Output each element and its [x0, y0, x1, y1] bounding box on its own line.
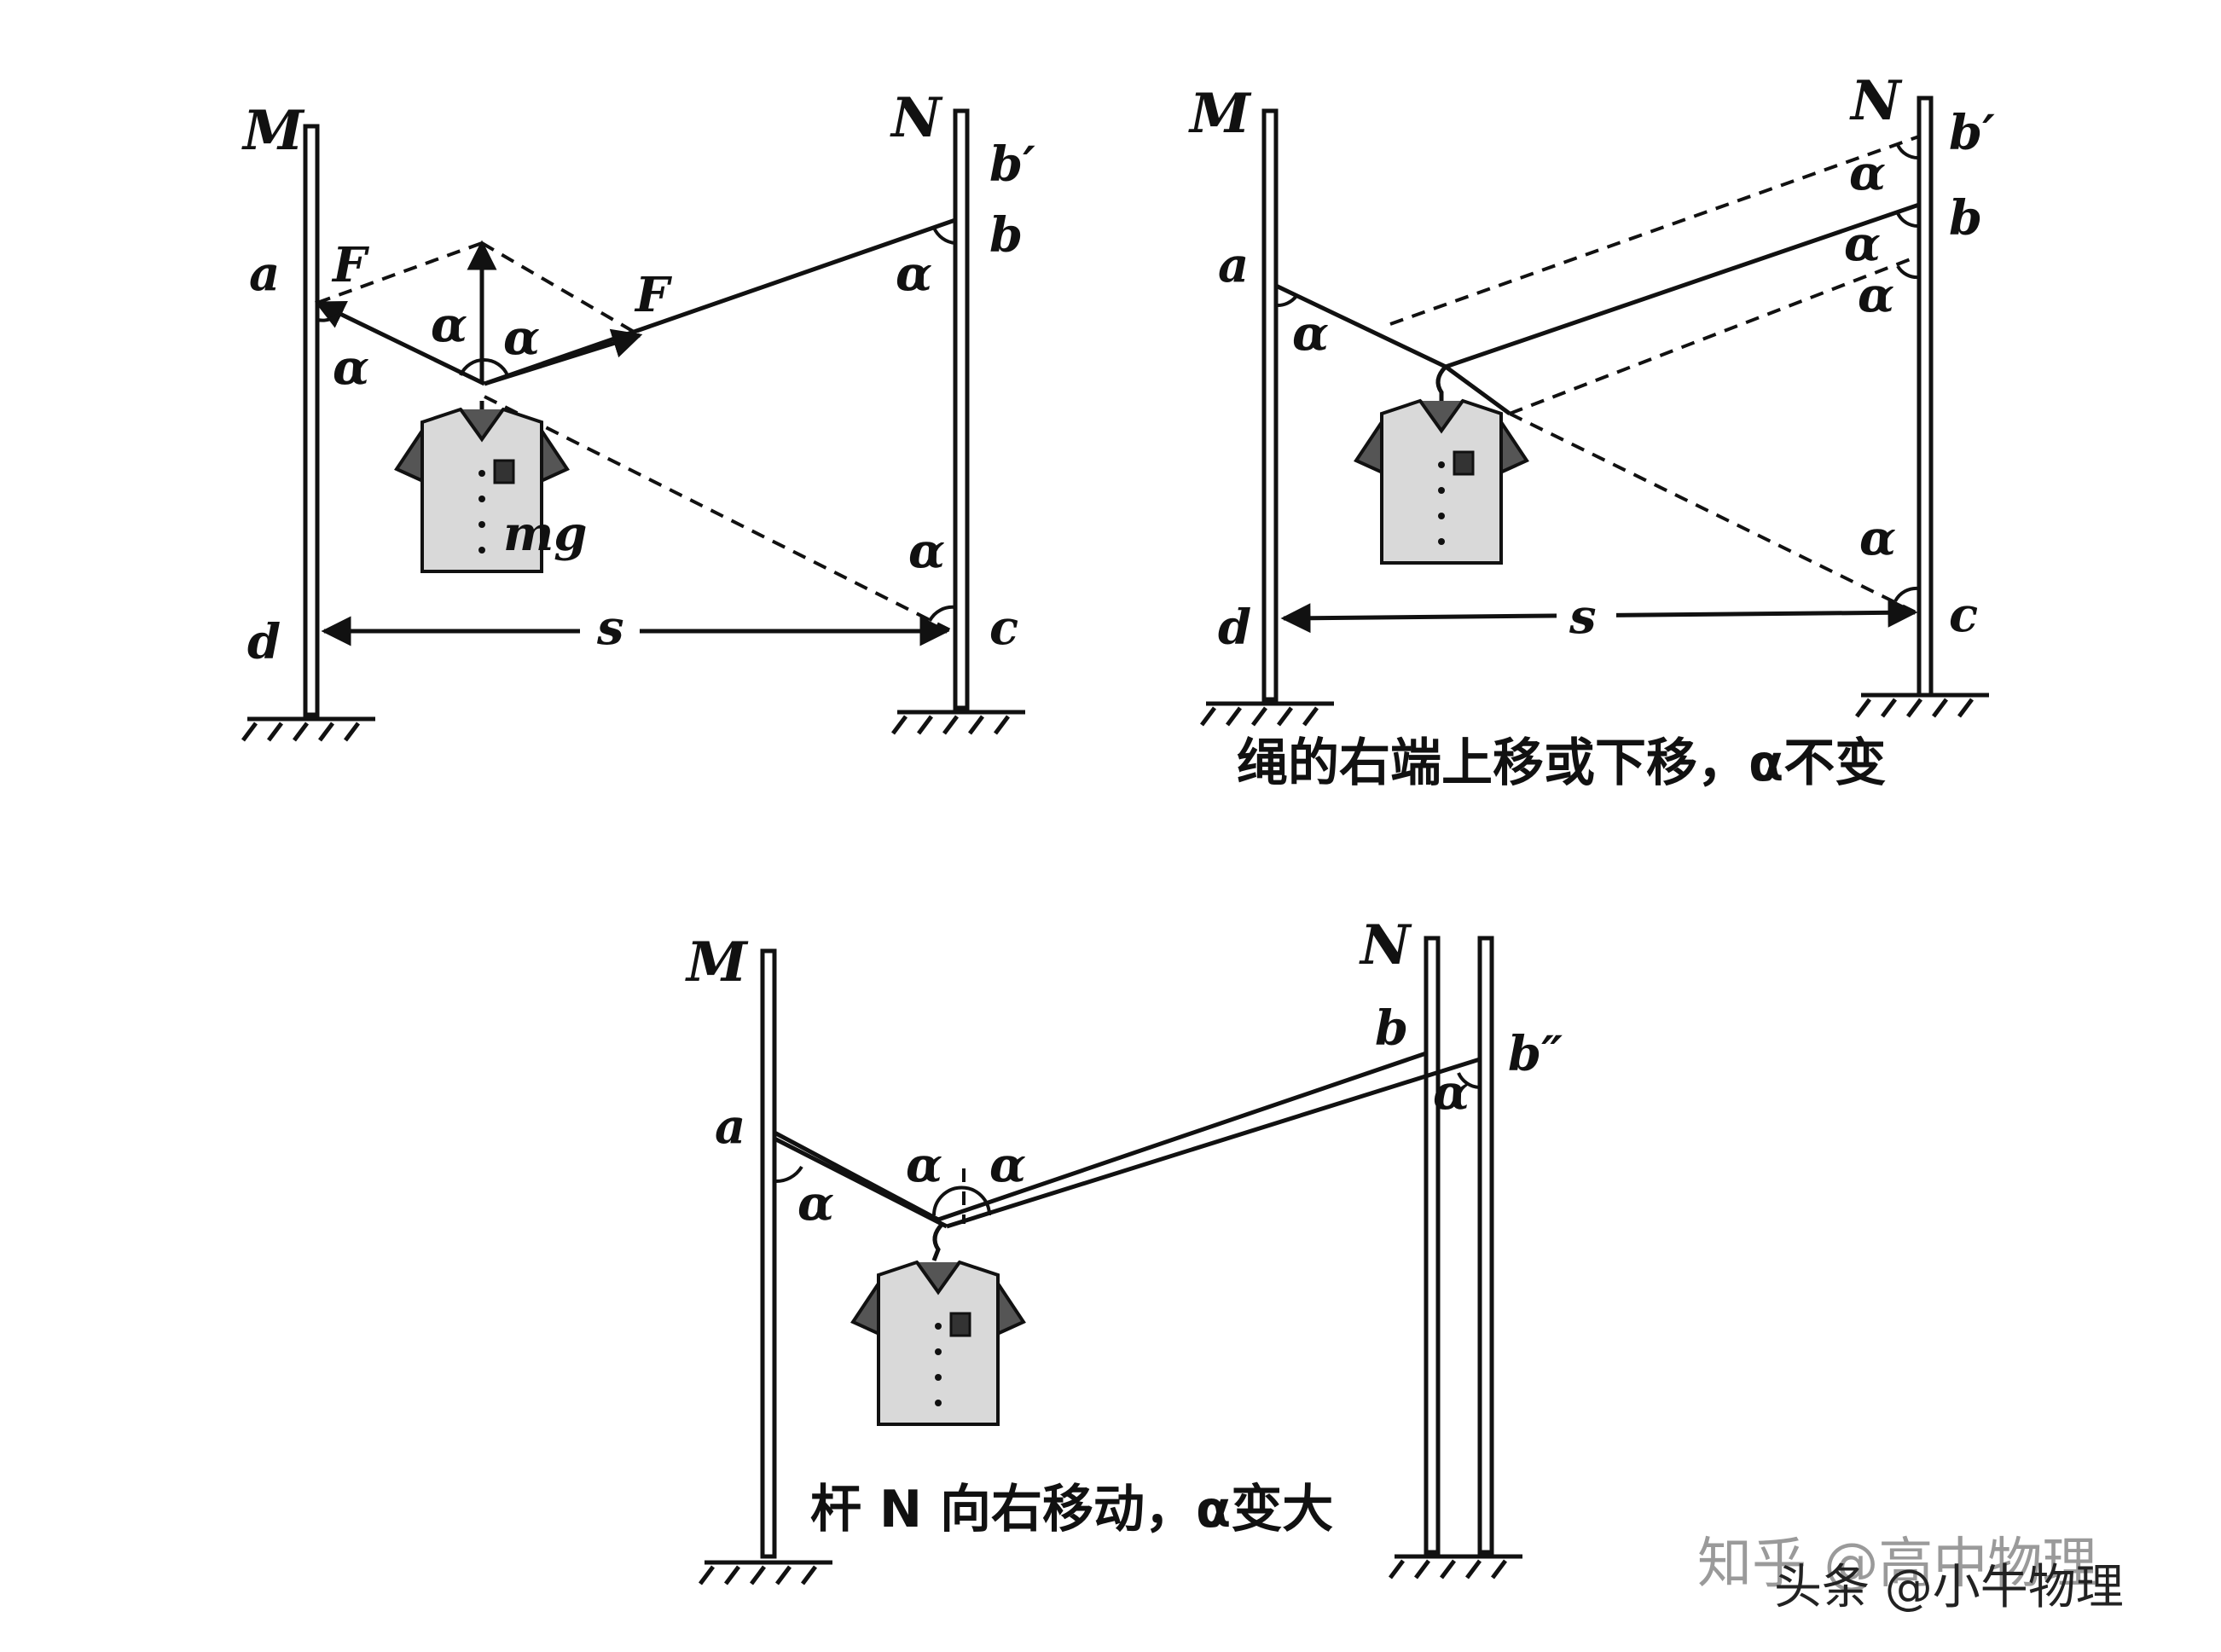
label-c: c — [989, 600, 1018, 656]
label-s-2: s — [1569, 588, 1597, 645]
rope-continue-2 — [1444, 364, 1511, 416]
label-alpha-a-3: α — [797, 1175, 834, 1232]
angle-arc-lower-2 — [1896, 264, 1920, 280]
rope-extension-dashed-2 — [1509, 412, 1920, 616]
panel-3: M N b b″ a α α α α 杆 N 向右移动，α变大 — [685, 913, 1563, 1584]
angle-arc-a-3 — [774, 1165, 803, 1184]
label-alpha-b-3: α — [1433, 1064, 1470, 1121]
label-b-double-prime-3: b″ — [1508, 1026, 1563, 1082]
angle-arc-c-2 — [1893, 586, 1920, 603]
distance-label-bg — [580, 597, 640, 665]
angle-arc-b-2 — [1896, 212, 1920, 229]
label-alpha-center-left: α — [431, 297, 467, 353]
shirt-3 — [851, 1261, 1025, 1426]
distance-label-bg-2 — [1557, 584, 1616, 652]
panel-1: M N b′ b a F F α α α α α mg d s c — [241, 86, 1035, 740]
label-n-2: N — [1849, 69, 1903, 133]
caption-panel-3: 杆 N 向右移动，α变大 — [810, 1480, 1333, 1539]
angle-arc-b — [932, 227, 956, 245]
shirt-2 — [1354, 399, 1528, 565]
label-m: M — [241, 99, 305, 163]
pole-n-moved-3 — [1477, 936, 1494, 1555]
label-alpha-a: α — [333, 339, 369, 396]
label-n: N — [890, 86, 943, 150]
angle-arc-a — [316, 312, 341, 322]
label-n-3: N — [1359, 913, 1412, 977]
tension-arrow-right — [484, 328, 643, 386]
label-alpha-center-left-3: α — [906, 1137, 942, 1193]
angle-arc-a-2 — [1275, 294, 1298, 308]
panel-2: M N b′ b a α α α α α d s c 绳的右端上移或下移，α不变 — [1188, 69, 1995, 793]
ground-right — [893, 712, 1025, 733]
angle-arc-bprime-2 — [1896, 144, 1920, 160]
label-b-2: b — [1949, 190, 1982, 246]
rope-left-2 — [1274, 283, 1447, 369]
rope-upper-dashed — [1389, 135, 1920, 326]
pole-m-2 — [1261, 108, 1279, 702]
watermark: 知乎 @高中物理 头条 @小牛物理 — [1697, 1533, 2124, 1615]
label-c-2: c — [1949, 587, 1978, 643]
ground-right-2 — [1857, 695, 1989, 716]
rope-right-2 — [1445, 202, 1920, 369]
label-alpha-center-right-3: α — [989, 1137, 1026, 1193]
rope-right-segment — [484, 217, 956, 386]
label-f-right: F — [634, 267, 673, 323]
label-f-left: F — [331, 237, 370, 293]
pole-n-3 — [1424, 936, 1441, 1555]
label-m-2: M — [1188, 82, 1252, 146]
watermark-line-2: 头条 @小牛物理 — [1774, 1560, 2124, 1615]
pole-n-2 — [1917, 96, 1934, 698]
ground-right-3 — [1390, 1556, 1522, 1578]
pole-m-3 — [760, 948, 777, 1559]
rope-left-segment — [314, 300, 486, 386]
rope-lower-dashed — [1509, 254, 1920, 415]
ground-left-3 — [700, 1562, 832, 1584]
label-alpha-b: α — [896, 246, 932, 302]
label-m-3: M — [685, 930, 749, 994]
parallelogram-right — [480, 241, 641, 337]
rope-right-3b — [946, 1057, 1481, 1229]
label-d-2: d — [1218, 600, 1251, 656]
label-d: d — [247, 614, 281, 670]
parallelogram-left — [316, 241, 483, 304]
label-alpha-lower-2: α — [1858, 267, 1894, 323]
label-alpha-bprime-2: α — [1849, 145, 1886, 201]
angle-arc-b-3 — [1457, 1072, 1481, 1089]
label-b-prime-2: b′ — [1949, 105, 1995, 161]
rope-right-3 — [937, 1051, 1427, 1222]
label-a: a — [249, 246, 280, 302]
watermark-line-1: 知乎 @高中物理 — [1697, 1533, 2096, 1596]
angle-arc-center-3 — [932, 1185, 991, 1216]
label-alpha-c-2: α — [1859, 510, 1896, 566]
label-b: b — [989, 207, 1023, 264]
label-a-3: a — [715, 1098, 745, 1155]
hanger-hook-3 — [931, 1222, 944, 1261]
ground-left-2 — [1202, 704, 1334, 725]
caption-panel-2: 绳的右端上移或下移，α不变 — [1237, 733, 1886, 793]
pole-m — [303, 124, 320, 717]
angle-arc-center — [459, 357, 509, 376]
label-b-prime: b′ — [989, 136, 1035, 193]
rope-extension-dashed — [484, 395, 956, 635]
angle-arc-c — [928, 605, 956, 623]
pole-n — [953, 108, 970, 710]
label-b-3: b — [1375, 1000, 1408, 1057]
hanger-hook-2 — [1435, 365, 1447, 401]
label-mg: mg — [503, 506, 587, 562]
rope-left-3 — [773, 1130, 940, 1222]
rope-left-3b — [773, 1136, 948, 1229]
label-a-2: a — [1218, 237, 1249, 293]
label-alpha-a-2: α — [1292, 305, 1329, 362]
label-alpha-b-2: α — [1844, 216, 1881, 272]
label-alpha-center-right: α — [503, 310, 540, 366]
ground-left — [243, 719, 375, 740]
label-s: s — [596, 600, 624, 656]
label-alpha-c: α — [908, 523, 945, 579]
